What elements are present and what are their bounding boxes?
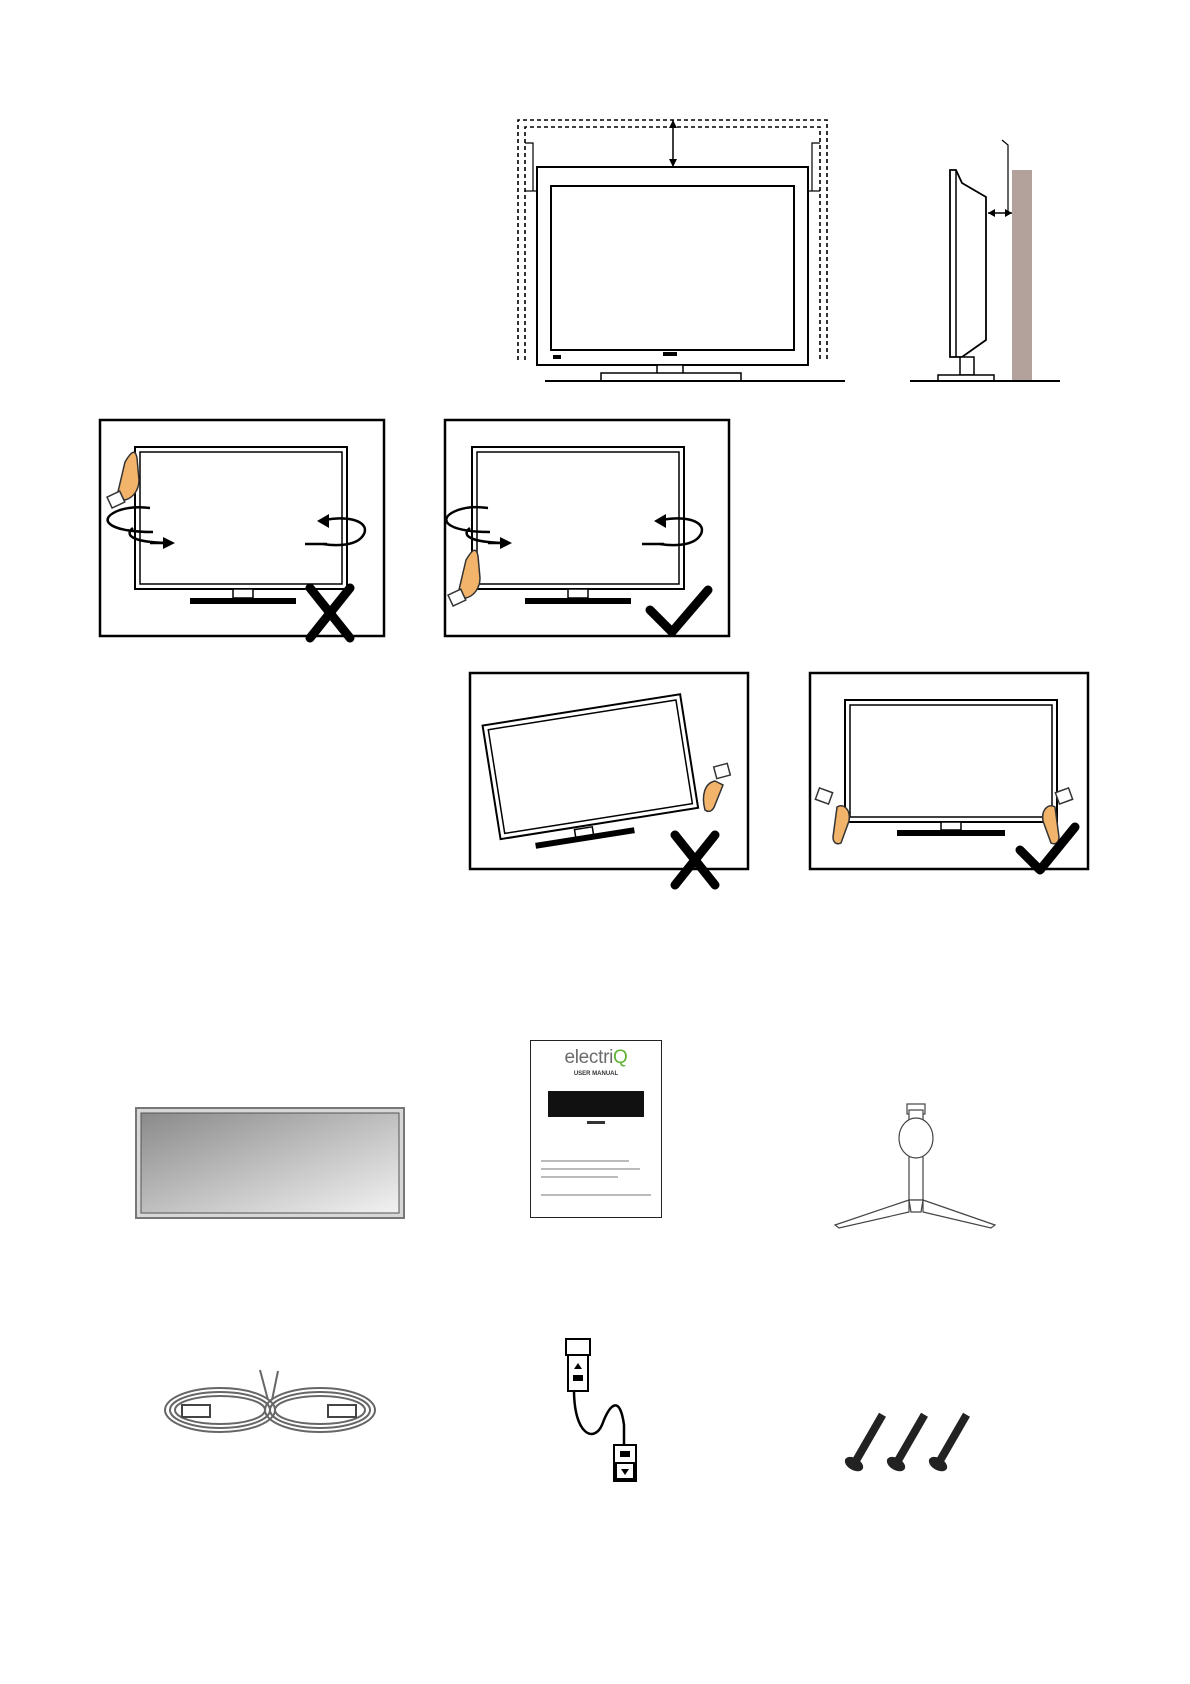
displayport-cable-item [560,1335,660,1485]
screw-icon [842,1410,891,1475]
user-manual-booklet: electriQ USER MANUAL [530,1040,662,1218]
monitor-stand-item [825,1100,1005,1240]
monitor-panel-item [135,1107,405,1219]
clearance-side-diagram [910,135,1060,395]
manual-monitor-image [548,1091,644,1117]
wall [1012,170,1032,380]
clearance-front-diagram [515,115,845,395]
handling-panel-twist-one-hand [95,410,395,670]
manual-title: USER MANUAL [531,1071,661,1077]
screw-icon [926,1410,975,1475]
handling-panel-twist-hand-bottom [440,410,740,670]
handling-panel-tilted-one-hand [465,665,765,905]
screws-item [835,1405,975,1485]
manual-fine-print [541,1160,651,1196]
power-cable-item [160,1365,380,1455]
manual-brand-logo: electriQ [531,1047,661,1069]
handling-panel-two-hands [805,665,1105,905]
screw-icon [884,1410,933,1475]
